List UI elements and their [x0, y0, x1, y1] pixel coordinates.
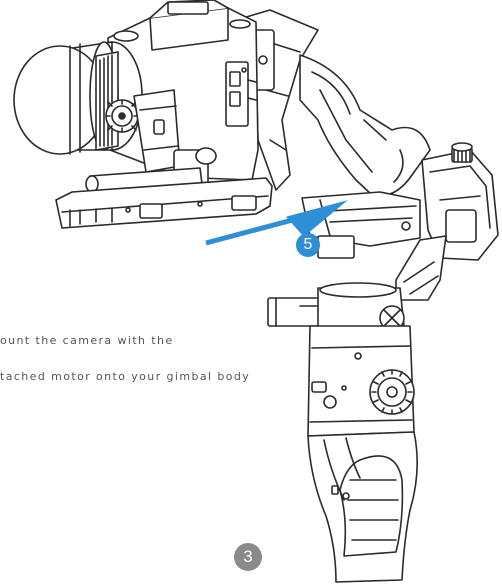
instruction-line-2: tached motor onto your gimbal body: [0, 370, 251, 383]
gimbal-roll-arm: [299, 54, 431, 197]
focus-motor-icon: [85, 89, 217, 193]
gimbal-pan-arm: [395, 235, 447, 301]
camera-base-plate-icon: [55, 177, 273, 229]
camera-icon: [13, 0, 259, 181]
gimbal-grip: [307, 431, 418, 583]
step-badge: 5: [296, 233, 320, 257]
mount-arrow-icon: [205, 200, 348, 246]
gimbal-icon: [235, 9, 499, 583]
page-number: 3: [234, 543, 262, 571]
instruction-line-1: ount the camera with the: [0, 334, 174, 347]
